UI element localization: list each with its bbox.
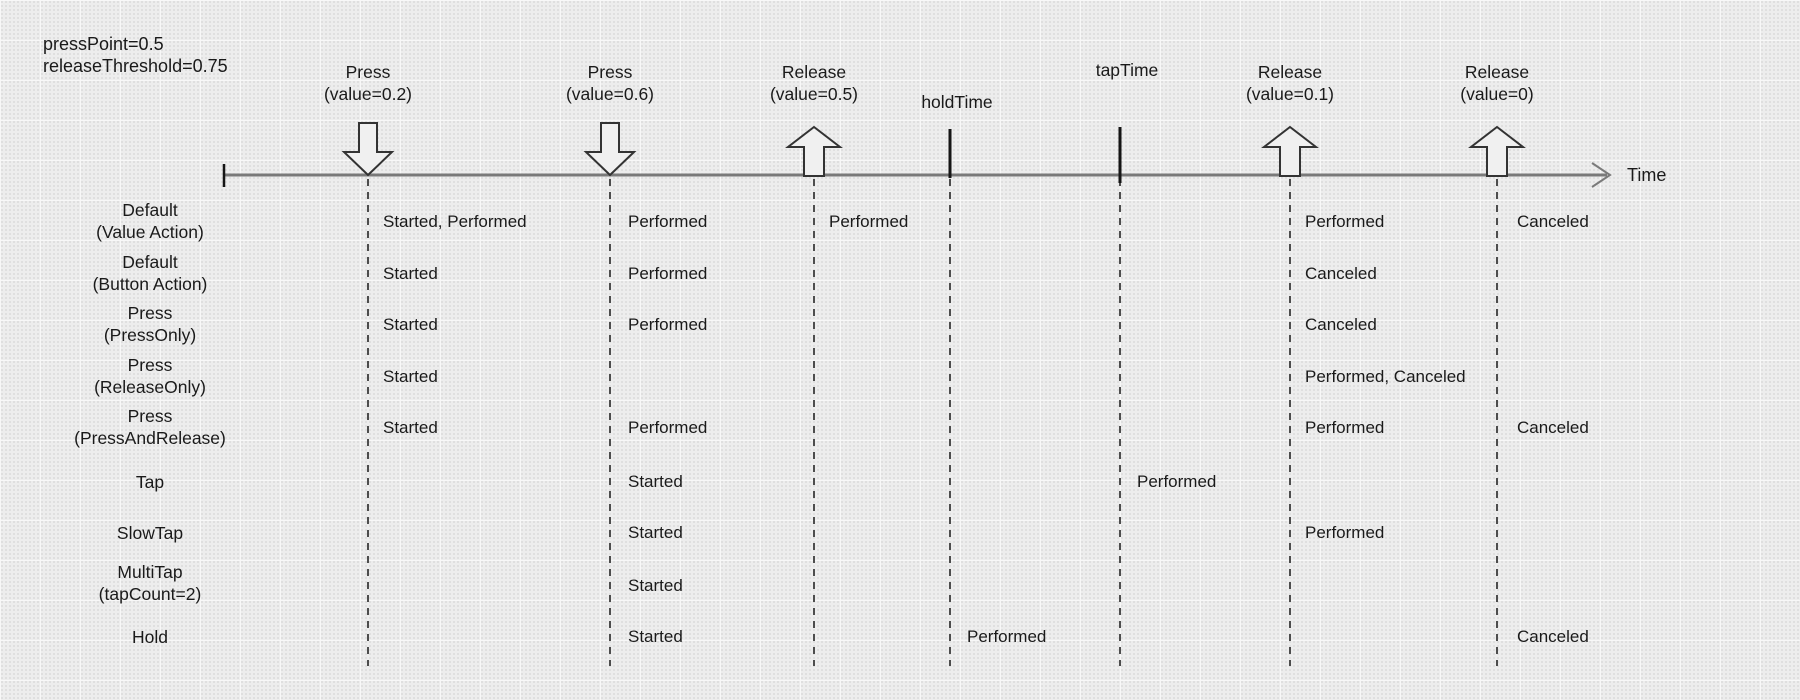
cell-state: Performed — [829, 212, 909, 231]
row-label-line: Press — [127, 355, 173, 375]
cell-state: Performed — [1305, 523, 1385, 542]
row-label-hold: Hold — [20, 626, 280, 648]
cell-state: Performed, Canceled — [1305, 367, 1466, 386]
row-label-press-releaseonly: Press (ReleaseOnly) — [20, 354, 280, 398]
row-label-line: Tap — [135, 472, 165, 492]
event-label-line: Press — [345, 62, 391, 82]
event-label-press-0.6: Press (value=0.6) — [520, 61, 700, 105]
up-arrow-release-0.5-icon — [785, 125, 843, 177]
cell-state: Performed — [1305, 212, 1385, 231]
config-release-threshold: releaseThreshold=0.75 — [43, 56, 228, 76]
up-arrow-release-0.1-icon — [1261, 125, 1319, 177]
config-press-point: pressPoint=0.5 — [43, 34, 164, 54]
row-label-line: (ReleaseOnly) — [94, 377, 206, 397]
event-label-tapTime: tapTime — [1037, 59, 1217, 81]
cell-state: Started — [383, 367, 438, 386]
cell-state: Performed — [628, 264, 708, 283]
cell-state: Started — [628, 576, 683, 595]
row-label-line: (tapCount=2) — [98, 584, 202, 604]
cell-state: Performed — [1137, 472, 1217, 491]
time-axis-arrowhead-icon — [1591, 162, 1612, 188]
cell-state: Canceled — [1305, 264, 1377, 283]
row-label-line: Hold — [132, 627, 168, 647]
row-label-slowtap: SlowTap — [20, 522, 280, 544]
cell-state: Performed — [967, 627, 1047, 646]
up-arrow-release-0-icon — [1468, 125, 1526, 177]
row-label-line: (PressOnly) — [103, 325, 197, 345]
cell-state: Performed — [628, 418, 708, 437]
row-label-line: (Value Action) — [96, 222, 204, 242]
event-label-line: holdTime — [921, 92, 993, 112]
event-label-line: Release — [1257, 62, 1323, 82]
event-label-release-0.1: Release (value=0.1) — [1200, 61, 1380, 105]
event-label-release-0: Release (value=0) — [1407, 61, 1587, 105]
config-block: pressPoint=0.5 releaseThreshold=0.75 — [43, 33, 228, 77]
row-label-line: (Button Action) — [92, 274, 208, 294]
cell-state: Performed — [628, 315, 708, 334]
cell-state: Performed — [628, 212, 708, 231]
cell-state: Started — [383, 264, 438, 283]
cell-state: Canceled — [1305, 315, 1377, 334]
event-label-line: (value=0.6) — [565, 84, 655, 104]
row-label-press-pressandrelease: Press (PressAndRelease) — [20, 405, 280, 449]
down-arrow-press-0.2-icon — [341, 122, 395, 177]
cell-state: Performed — [1305, 418, 1385, 437]
row-label-line: Press — [127, 406, 173, 426]
cell-state: Started — [628, 523, 683, 542]
row-label-multitap: MultiTap (tapCount=2) — [20, 561, 280, 605]
row-label-default-value-action: Default (Value Action) — [20, 199, 280, 243]
row-label-line: (PressAndRelease) — [74, 428, 226, 448]
row-label-line: Default — [122, 252, 178, 272]
event-label-line: Release — [781, 62, 847, 82]
row-label-tap: Tap — [20, 471, 280, 493]
cell-state: Started — [383, 315, 438, 334]
event-label-line: (value=0.1) — [1245, 84, 1335, 104]
event-label-line: (value=0.5) — [769, 84, 859, 104]
down-arrow-press-0.6-icon — [583, 122, 637, 177]
event-label-press-0.2: Press (value=0.2) — [278, 61, 458, 105]
event-label-release-0.5: Release (value=0.5) — [724, 61, 904, 105]
cell-state: Canceled — [1517, 418, 1589, 437]
time-axis-label: Time — [1627, 165, 1667, 185]
event-label-line: Release — [1464, 62, 1530, 82]
cell-state: Started — [628, 472, 683, 491]
row-label-default-button-action: Default (Button Action) — [20, 251, 280, 295]
event-label-line: Press — [587, 62, 633, 82]
event-label-line: (value=0.2) — [323, 84, 413, 104]
row-label-line: MultiTap — [117, 562, 183, 582]
cell-state: Started — [383, 418, 438, 437]
event-label-line: (value=0) — [1460, 84, 1534, 104]
cell-state: Started — [628, 627, 683, 646]
row-label-press-pressonly: Press (PressOnly) — [20, 302, 280, 346]
row-label-line: Default — [122, 200, 178, 220]
cell-state: Started, Performed — [383, 212, 527, 231]
row-label-line: Press — [127, 303, 173, 323]
cell-state: Canceled — [1517, 627, 1589, 646]
event-label-holdTime: holdTime — [867, 91, 1047, 113]
cell-state: Canceled — [1517, 212, 1589, 231]
row-label-line: SlowTap — [116, 523, 184, 543]
event-label-line: tapTime — [1095, 60, 1159, 80]
